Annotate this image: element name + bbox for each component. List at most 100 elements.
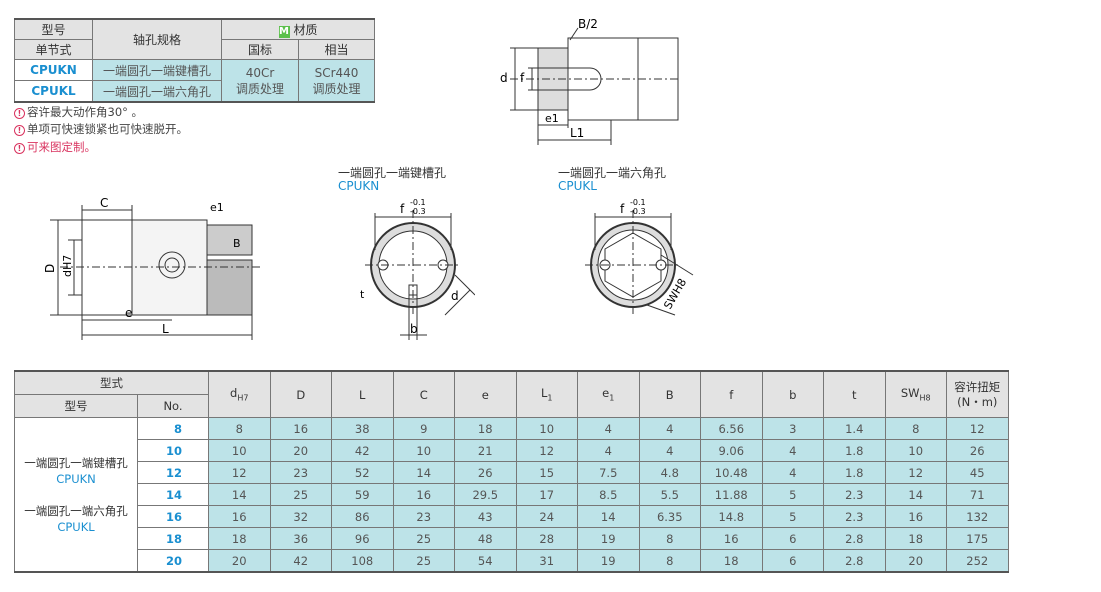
group-code[interactable]: CPUKN <box>56 471 96 486</box>
note: !容许最大动作角30° 。 <box>14 104 143 120</box>
bore-cell: 一端圆孔一端六角孔 <box>92 80 222 103</box>
value-cell: 252 <box>946 549 1009 573</box>
gb-treatment: 调质处理 <box>235 81 284 96</box>
col-header: e <box>454 370 517 418</box>
value-cell: 12 <box>208 461 271 484</box>
model-cell[interactable]: CPUKL <box>14 80 93 103</box>
dim-label: e1 <box>210 201 224 214</box>
size-no-cell[interactable]: 10 <box>137 439 209 462</box>
dim-label: d <box>451 289 459 303</box>
coupling-side-drawing: C e1 D dH7 B e L <box>43 196 260 340</box>
size-no-cell[interactable]: 16 <box>137 505 209 528</box>
note: !可来图定制。 <box>14 139 96 155</box>
value-cell: 17 <box>515 483 578 506</box>
size-no-cell[interactable]: 14 <box>137 483 209 506</box>
value-cell: 16 <box>884 505 947 528</box>
value-cell: 96 <box>331 527 394 550</box>
note-text: 单项可快速锁紧也可快速脱开。 <box>27 122 188 136</box>
value-cell: 18 <box>208 527 271 550</box>
shaft-detail-drawing: B/2 d f e1 L1 <box>500 17 679 145</box>
value-cell: 5 <box>761 505 824 528</box>
value-cell: 8 <box>638 549 701 573</box>
value-cell: 175 <box>946 527 1009 550</box>
col-header: 容许扭矩(N・m) <box>946 370 1009 418</box>
value-cell: 20 <box>208 549 271 573</box>
value-cell: 4 <box>638 417 701 440</box>
header-no: No. <box>137 394 209 418</box>
value-cell: 86 <box>331 505 394 528</box>
group-name: 一端圆孔一端键槽孔 <box>24 455 128 470</box>
value-cell: 12 <box>884 461 947 484</box>
value-cell: 9 <box>392 417 455 440</box>
value-cell: 28 <box>515 527 578 550</box>
size-no-cell[interactable]: 12 <box>137 461 209 484</box>
value-cell: 6 <box>761 527 824 550</box>
value-cell: 42 <box>331 439 394 462</box>
dim-label: d <box>500 71 508 85</box>
col-header: SWH8 <box>884 370 947 418</box>
value-cell: 26 <box>454 461 517 484</box>
header-bore: 轴孔规格 <box>92 18 222 60</box>
material-badge: M <box>278 26 290 38</box>
value-cell: 43 <box>454 505 517 528</box>
value-cell: 20 <box>884 549 947 573</box>
equiv-grade: SCr440 <box>314 65 359 80</box>
col-header-sub: 1 <box>609 393 615 403</box>
dim-label: L <box>162 322 169 336</box>
value-cell: 24 <box>515 505 578 528</box>
dim-label: t <box>360 288 365 301</box>
value-cell: 8.5 <box>577 483 640 506</box>
value-cell: 32 <box>269 505 332 528</box>
value-cell: 6.35 <box>638 505 701 528</box>
keyed-section-drawing: f -0.1 -0.3 t b d <box>360 198 475 340</box>
value-cell: 1.8 <box>823 461 886 484</box>
value-cell: 59 <box>331 483 394 506</box>
size-no-cell[interactable]: 8 <box>137 417 209 440</box>
value-cell: 45 <box>946 461 1009 484</box>
value-cell: 4 <box>577 439 640 462</box>
value-cell: 48 <box>454 527 517 550</box>
header-material-label: 材质 <box>293 23 318 37</box>
size-no-cell[interactable]: 20 <box>137 549 209 573</box>
col-header: dH7 <box>208 370 271 418</box>
value-cell: 14 <box>208 483 271 506</box>
hex-title: 一端圆孔一端六角孔 <box>558 166 667 180</box>
value-cell: 10 <box>208 439 271 462</box>
value-cell: 21 <box>454 439 517 462</box>
value-cell: 8 <box>884 417 947 440</box>
value-cell: 23 <box>392 505 455 528</box>
keyed-code[interactable]: CPUKN <box>338 179 380 193</box>
col-header-main: C <box>419 387 428 402</box>
value-cell: 23 <box>269 461 332 484</box>
note: !单项可快速锁紧也可快速脱开。 <box>14 121 188 137</box>
value-cell: 4 <box>577 417 640 440</box>
col-header-sub: 1 <box>547 393 553 403</box>
size-no-cell[interactable]: 18 <box>137 527 209 550</box>
tol-lower: -0.3 <box>410 207 426 216</box>
dim-label: B <box>233 237 241 250</box>
value-cell: 29.5 <box>454 483 517 506</box>
model-cell[interactable]: CPUKN <box>14 59 93 81</box>
tol-upper: -0.1 <box>410 198 426 207</box>
value-cell: 11.88 <box>700 483 763 506</box>
dim-label: f <box>620 202 625 216</box>
value-cell: 5 <box>761 483 824 506</box>
group-code[interactable]: CPUKL <box>57 519 95 534</box>
hex-code[interactable]: CPUKL <box>558 179 597 193</box>
value-cell: 1.4 <box>823 417 886 440</box>
col-header-sub: H7 <box>237 393 249 403</box>
value-cell: 31 <box>515 549 578 573</box>
value-cell: 19 <box>577 549 640 573</box>
dim-label: e1 <box>545 112 559 125</box>
value-cell: 25 <box>269 483 332 506</box>
value-cell: 8 <box>208 417 271 440</box>
col-header: b <box>761 370 824 418</box>
group-name: 一端圆孔一端六角孔 <box>24 503 128 518</box>
header-model: 型号 <box>14 394 138 418</box>
value-cell: 10.48 <box>700 461 763 484</box>
col-header-main: e <box>481 387 489 402</box>
header-type: 型式 <box>14 370 209 395</box>
